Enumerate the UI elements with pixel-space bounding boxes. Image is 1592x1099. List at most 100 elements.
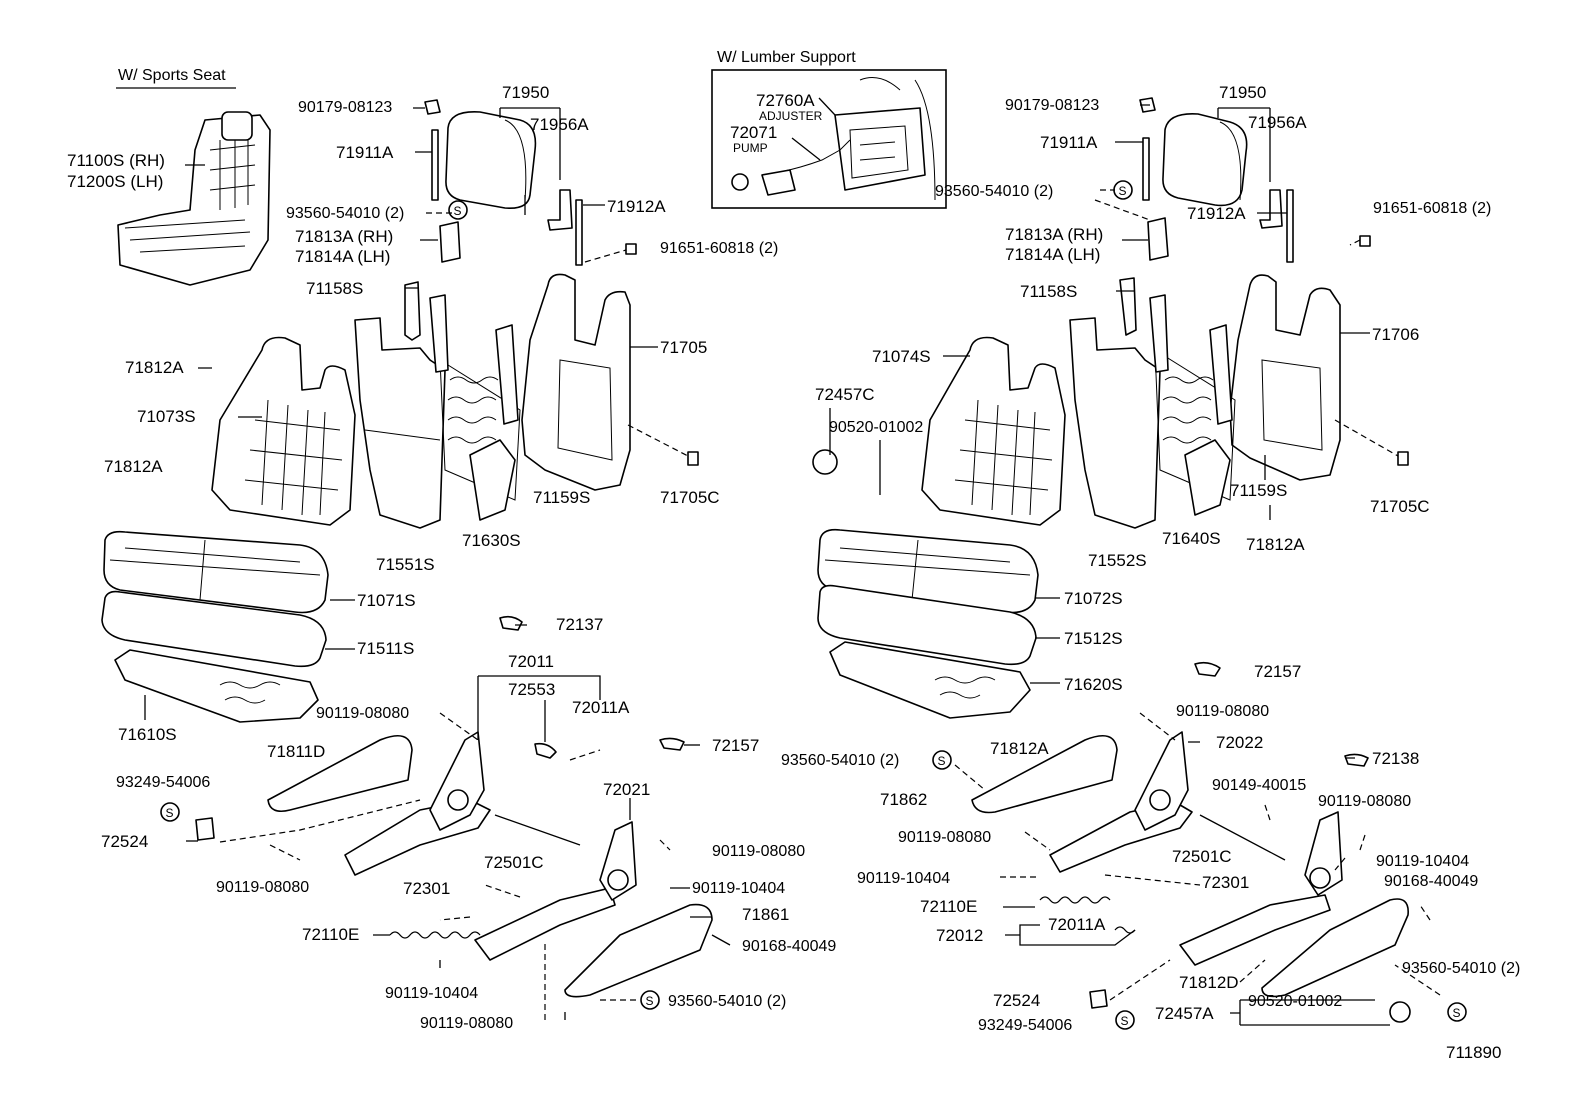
label-71551s: 71551S [376, 555, 435, 574]
seat-cushion-left [103, 530, 329, 614]
seatback-springs-left [439, 359, 521, 521]
hinge-bracket-right [1149, 294, 1169, 373]
bolt-71705c-right [1397, 451, 1409, 466]
side-cover-right-of-left [564, 903, 713, 998]
label-72501c-l: 72501C [484, 853, 544, 872]
label-71630s: 71630S [462, 531, 521, 550]
label-90119-08080-r2: 90119-08080 [1318, 793, 1411, 810]
label-71911a-r: 71911A [1040, 133, 1098, 152]
label-71956a-l: 71956A [530, 115, 589, 134]
spring-72110e-left [389, 931, 481, 939]
label-72457c: 72457C [815, 385, 875, 404]
clip-s-icon [1447, 1002, 1467, 1022]
seat-track-right [1049, 731, 1343, 966]
heading-sports-seat: W/ Sports Seat [118, 67, 226, 84]
knob-72524-right [1089, 989, 1108, 1009]
seat-pan-left [114, 649, 319, 723]
label-90168-r: 90168-40049 [1384, 873, 1478, 890]
label-72457a: 72457A [1155, 1004, 1214, 1023]
label-90119-08080-r1: 90119-08080 [1176, 703, 1269, 720]
leader-lines [144, 97, 1441, 1026]
label-71912a-r: 71912A [1187, 204, 1246, 223]
screw-91651-left [625, 243, 637, 255]
label-71158s-l: 71158S [306, 279, 363, 298]
spring-72110e-right [1039, 896, 1111, 904]
seat-track-left [344, 731, 637, 961]
guide-71911a-left [431, 129, 439, 201]
sports-seat-illustration [117, 111, 271, 286]
label-93560-l2: 93560-54010 (2) [668, 993, 786, 1010]
label-90168-l: 90168-40049 [742, 938, 836, 955]
label-71911a-l: 71911A [336, 143, 394, 162]
seatback-pad-left [354, 317, 446, 529]
label-71811d: 71811D [267, 742, 325, 761]
label-71705c-r: 71705C [1370, 497, 1430, 516]
part-labels: 71100S (RH) 71200S (LH) 90179-08123 7195… [67, 83, 1520, 1034]
side-cover-71862 [971, 734, 1118, 814]
label-91651-l: 91651-60818 (2) [660, 240, 778, 257]
label-71640s: 71640S [1162, 529, 1221, 548]
label-71072s: 71072S [1064, 589, 1123, 608]
hinge-side-right [1209, 324, 1233, 425]
label-72012: 72012 [936, 926, 983, 945]
clip-s-glyph: S [646, 994, 654, 1008]
knob-72138 [1344, 753, 1369, 767]
label-71620s: 71620S [1064, 675, 1123, 694]
label-71610s: 71610S [118, 725, 177, 744]
label-72022: 72022 [1216, 733, 1263, 752]
label-72011: 72011 [508, 652, 554, 671]
nut-90179-left [424, 99, 441, 115]
cover-71813a-left [439, 221, 461, 263]
clip-s-glyph: S [1453, 1006, 1461, 1020]
seatback-frame-left [521, 273, 631, 491]
label-71512s: 71512S [1064, 629, 1123, 648]
rod-72501c-left [494, 814, 581, 846]
label-90119-08080-l1: 90119-08080 [316, 705, 409, 722]
label-72524-r: 72524 [993, 991, 1040, 1010]
label-71705: 71705 [660, 338, 707, 357]
clip-s-icon [932, 750, 952, 770]
knob-72524-left [195, 817, 215, 841]
knob-72457a [1389, 1001, 1411, 1023]
label-90179-08123-l: 90179-08123 [298, 99, 392, 116]
label-72157-r: 72157 [1254, 662, 1301, 681]
clip-s-icon [640, 990, 660, 1010]
label-72553: 72553 [508, 680, 555, 699]
heading-lumber-support: W/ Lumber Support [717, 49, 856, 66]
guide-71956a-left [547, 189, 573, 231]
label-93560-r3: 93560-54010 (2) [1402, 960, 1520, 977]
label-90119-08080-l4: 90119-08080 [420, 1015, 513, 1032]
label-72157-l: 72157 [712, 736, 759, 755]
label-90119-08080-r3: 90119-08080 [898, 829, 991, 846]
label-71950-r: 71950 [1219, 83, 1266, 102]
label-71200s: 71200S (LH) [67, 172, 163, 191]
cover-71813a-right [1147, 217, 1169, 261]
clip-s-glyph: S [1121, 1014, 1129, 1028]
label-72021: 72021 [603, 780, 650, 799]
label-72110e-l: 72110E [302, 925, 359, 944]
label-71074s: 71074S [872, 347, 931, 366]
label-72301-r: 72301 [1202, 873, 1249, 892]
label-71071s: 71071S [357, 591, 416, 610]
label-71813a-r: 71813A (RH) [1005, 225, 1103, 244]
label-72110e-r: 72110E [920, 897, 977, 916]
label-90119-10404-r2: 90119-10404 [857, 870, 950, 887]
bracket-71158s-left [404, 281, 421, 341]
knob-72457c [812, 449, 838, 475]
label-pump: PUMP [733, 141, 768, 155]
seatback-cushion-left [211, 336, 356, 526]
label-90149: 90149-40015 [1212, 777, 1306, 794]
side-cover-71812d [1261, 898, 1409, 998]
label-90520-r2: 90520-01002 [1248, 993, 1342, 1010]
label-90520-r1: 90520-01002 [829, 419, 923, 436]
guide-71912a-left [575, 199, 583, 266]
bolt-71705c-left [687, 451, 699, 466]
label-90119-08080-l2: 90119-08080 [712, 843, 805, 860]
seat-pad-right [817, 584, 1037, 666]
lumber-support-inset [711, 69, 947, 209]
guide-71956a-right [1259, 189, 1283, 229]
knob-72137 [499, 615, 523, 631]
label-71862: 71862 [880, 790, 927, 809]
